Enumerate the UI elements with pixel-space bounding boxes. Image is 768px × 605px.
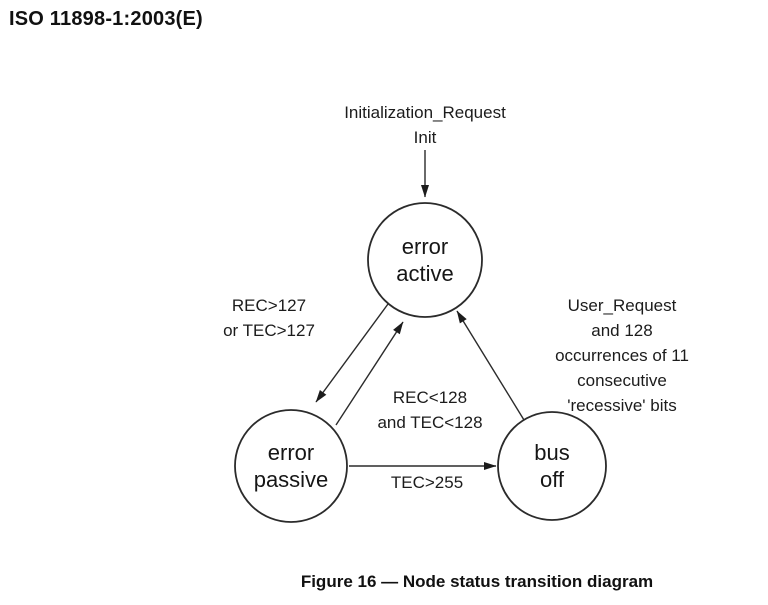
arrow-error-passive-to-error-active: [335, 321, 404, 426]
transition-label-initialization-request: Initialization_Request Init: [344, 103, 506, 147]
arrow-bus-off-to-error-active: [456, 310, 525, 421]
transition-label-rec-lt-128: REC<128 and TEC<128: [377, 388, 483, 432]
document-header: ISO 11898-1:2003(E): [9, 8, 203, 30]
transition-label-rec-gt-127: REC>127 or TEC>127: [223, 296, 315, 340]
figure-caption: Figure 16 — Node status transition diagr…: [300, 572, 654, 591]
state-label-error-passive: error passive: [253, 440, 329, 492]
arrow-error-active-to-error-passive: [315, 303, 389, 403]
transition-label-user-request: User_Request and 128 occurrences of 11 c…: [555, 296, 689, 415]
transition-label-tec-gt-255: TEC>255: [390, 473, 464, 492]
state-circle-error-passive: [234, 409, 348, 523]
state-circle-error-active: [367, 202, 483, 318]
state-circle-bus-off: [497, 411, 607, 521]
state-label-error-active: error active: [396, 234, 454, 286]
state-label-bus-off: bus off: [534, 440, 570, 492]
